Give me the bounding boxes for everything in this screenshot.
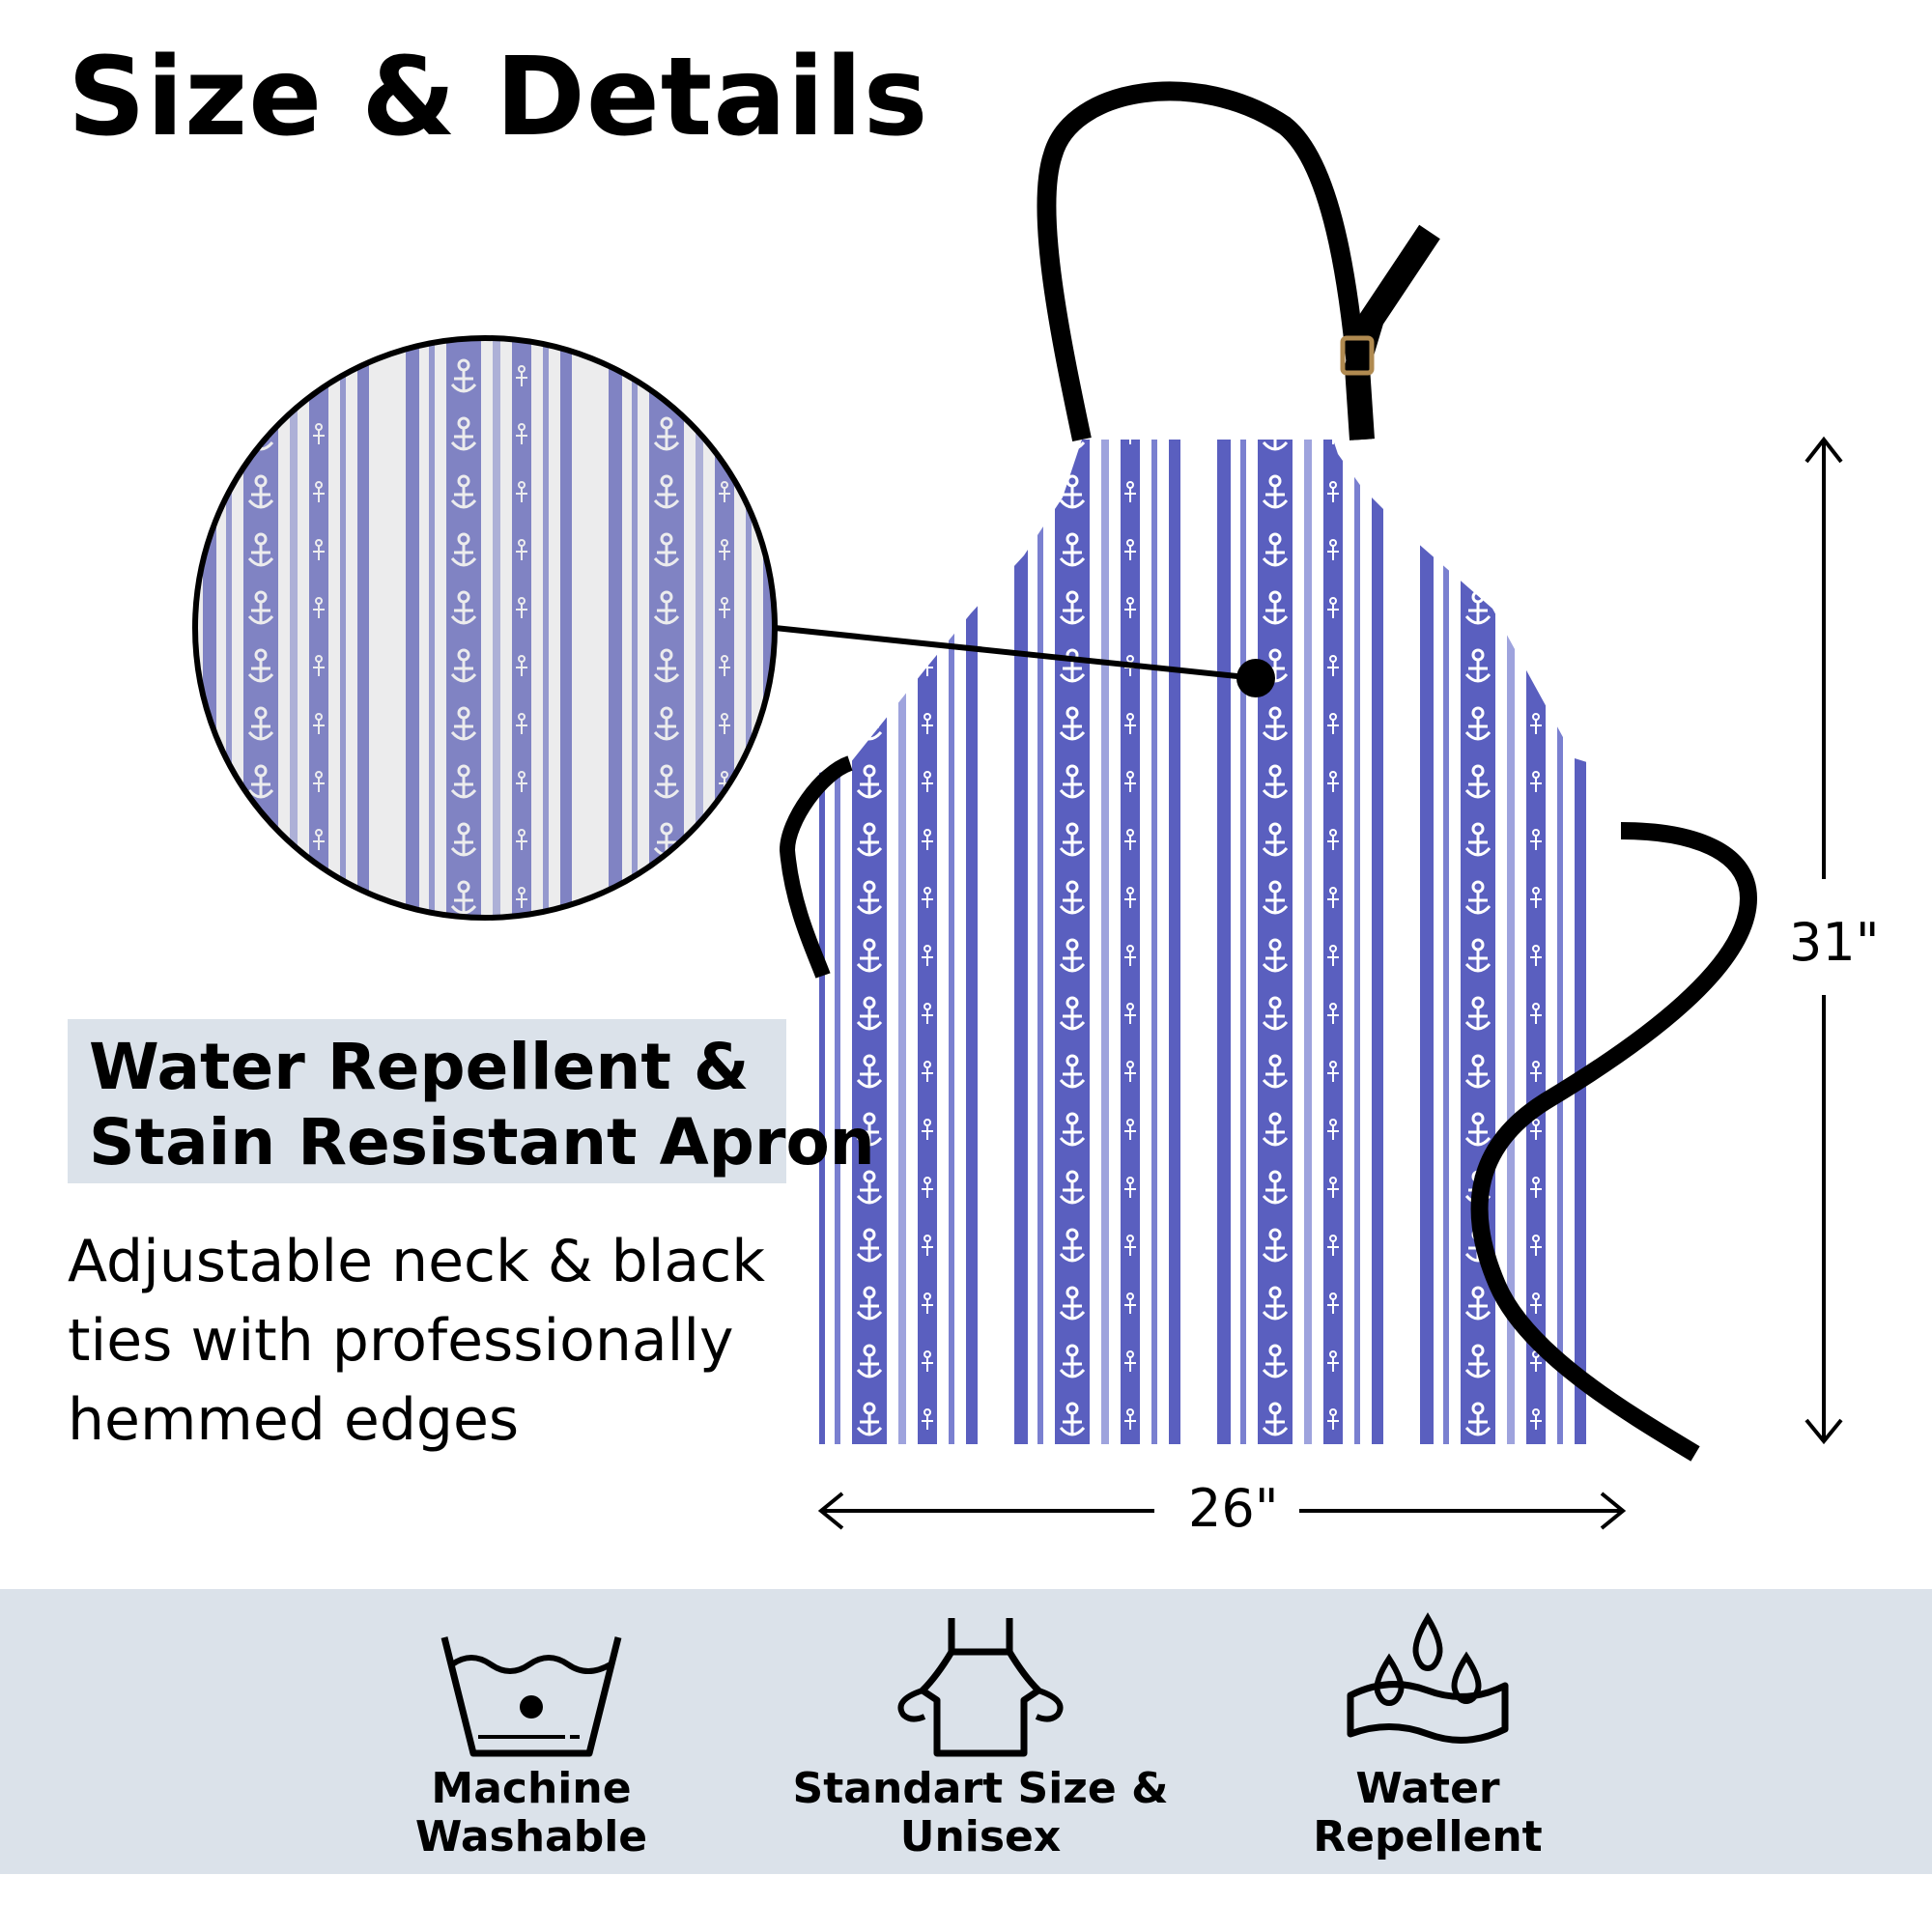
description-line-3: hemmed edges — [68, 1386, 520, 1454]
description-line-2: ties with professionally — [68, 1307, 734, 1375]
feature-callout: Water Repellent & Stain Resistant Apron — [68, 1019, 875, 1183]
feature-machine-washable: Machine Washable — [338, 1589, 724, 1874]
apron-icon — [897, 1618, 1064, 1757]
water-drops-icon — [1347, 1612, 1509, 1744]
machine-wash-icon — [440, 1636, 622, 1757]
description: Adjustable neck & black ties with profes… — [68, 1222, 765, 1460]
standard-size-label: Standart Size & Unisex — [792, 1764, 1169, 1861]
feature-line-2: Stain Resistant Apron — [89, 1105, 875, 1179]
feature-standard-size: Standart Size & Unisex — [787, 1589, 1174, 1874]
features-band: Machine Washable Standart Size & Unisex … — [0, 1589, 1932, 1874]
feature-water-repellent: Water Repellent — [1235, 1589, 1621, 1874]
machine-washable-label: Machine Washable — [414, 1764, 648, 1861]
apron-illustration — [192, 81, 1843, 1530]
page-title: Size & Details — [68, 35, 929, 160]
description-line-1: Adjustable neck & black — [68, 1228, 765, 1295]
height-dimension: 31" — [1789, 912, 1880, 973]
width-dimension: 26" — [1171, 1478, 1296, 1539]
feature-line-1: Water Repellent & — [89, 1030, 750, 1104]
water-repellent-label: Water Repellent — [1313, 1764, 1543, 1861]
